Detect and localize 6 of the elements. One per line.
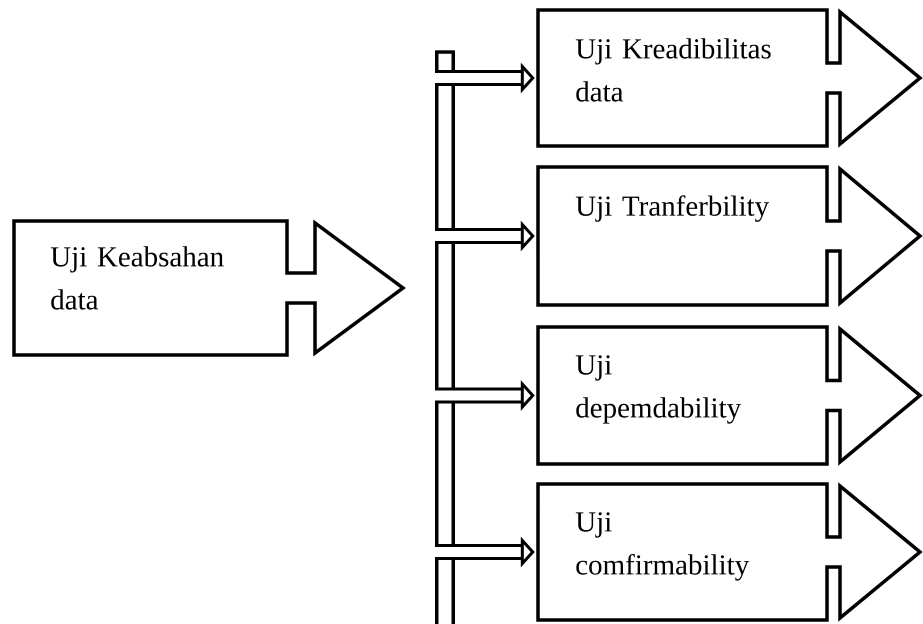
arrow-box: Uji Keabsahan data — [12, 219, 406, 357]
arrow-box: Uji Kreadibilitas data — [536, 8, 923, 148]
vertical-bar — [435, 50, 455, 624]
arrow-box: Uji comfirmability — [536, 482, 923, 622]
arrow-box: Uji depemdability — [536, 325, 923, 466]
arrow-box: Uji Tranferbility — [536, 165, 923, 307]
